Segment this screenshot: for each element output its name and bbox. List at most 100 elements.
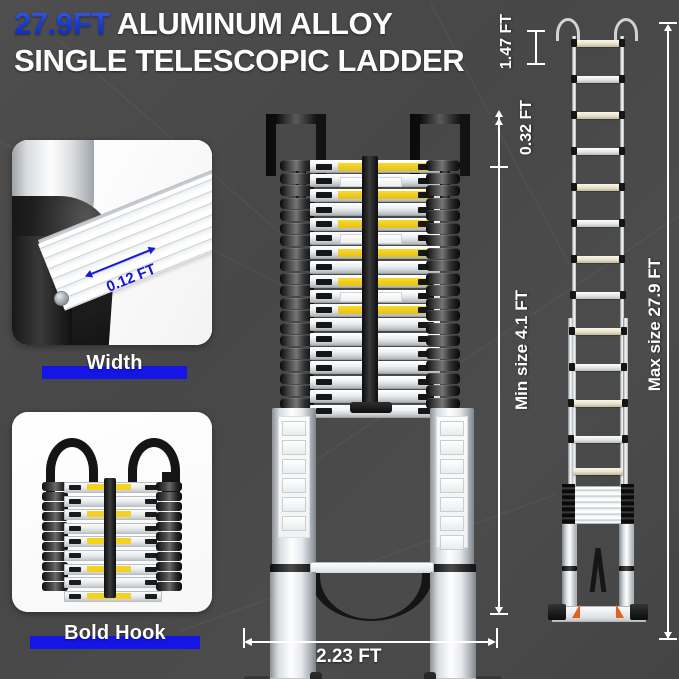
lock-button-icon <box>69 580 81 586</box>
rail-ring <box>42 532 68 541</box>
rail-ring <box>280 335 314 346</box>
rail-ring <box>42 552 68 561</box>
orange-bracket-left <box>572 604 580 618</box>
lock-button-icon <box>316 278 332 285</box>
caption-bold-hook-bar <box>30 636 200 649</box>
feature-card-width: 0.12 FT <box>12 140 212 345</box>
rail-ring <box>156 512 182 521</box>
width-closeup-image: 0.12 FT <box>12 140 212 345</box>
rail-collar-left <box>270 564 316 575</box>
rung <box>574 328 622 335</box>
rail-ring <box>280 297 314 309</box>
rung <box>576 148 620 155</box>
lock-button-icon <box>316 249 332 256</box>
rail-ring <box>426 347 460 359</box>
lock-button-icon <box>145 552 157 558</box>
lock-button-icon <box>568 435 574 443</box>
dimension-line-base-width <box>248 641 493 643</box>
warning-label <box>338 248 384 257</box>
lock-button-icon <box>418 192 434 199</box>
rail-ring <box>280 197 314 209</box>
lock-button-icon <box>569 327 575 335</box>
lock-button-icon <box>145 525 157 531</box>
warning-label <box>338 162 384 171</box>
rail-ring <box>280 160 314 171</box>
rubber-foot-right <box>476 676 502 679</box>
lock-button-icon <box>145 580 157 586</box>
rail-ring <box>280 260 314 271</box>
rail-ring <box>42 502 68 511</box>
rail-collar-left <box>562 566 577 571</box>
rail-ring <box>426 360 460 371</box>
lock-button-icon <box>571 255 577 263</box>
collapsed-ladder <box>244 112 502 679</box>
carry-strap <box>362 156 378 406</box>
rail-stack-left <box>42 482 68 592</box>
warning-label <box>382 277 428 286</box>
rail-ring <box>426 335 460 346</box>
caption-bold-hook: Bold Hook <box>30 622 200 649</box>
dimension-label-min-size: Min size 4.1 FT <box>512 290 531 410</box>
bold-hook-image <box>12 412 212 612</box>
rivet-icon <box>54 291 69 306</box>
headline-line2: SINGLE TELESCOPIC LADDER <box>14 43 465 78</box>
warning-label <box>338 220 384 229</box>
rubber-foot-right <box>630 604 648 620</box>
lock-button-icon <box>316 321 332 328</box>
lock-button-icon <box>316 364 332 371</box>
lock-button-icon <box>69 593 81 599</box>
lock-button-icon <box>316 235 332 242</box>
rail-ring <box>426 385 460 396</box>
rail-ring-stack-left <box>562 484 575 524</box>
lock-button-icon <box>571 183 577 191</box>
lock-button-icon <box>418 393 434 400</box>
pictogram-icon <box>440 516 464 531</box>
rail-ring <box>426 160 460 171</box>
rail-ring <box>280 322 314 334</box>
rail-ring <box>156 552 182 561</box>
lock-button-icon <box>316 379 332 386</box>
rail-stack-left <box>280 160 314 410</box>
rail-ring <box>280 272 314 284</box>
rail-ring <box>42 582 68 591</box>
lock-button-icon <box>69 498 81 504</box>
rail-ring <box>280 210 314 221</box>
lock-button-icon <box>316 177 332 184</box>
lock-button-icon <box>69 539 81 545</box>
rail-ring <box>426 272 460 284</box>
rail-ring <box>156 522 182 531</box>
pictogram-icon <box>282 459 306 474</box>
rail-collar-right <box>430 564 476 575</box>
hook-icon <box>556 18 580 41</box>
pictogram-icon <box>440 497 464 512</box>
lock-button-icon <box>619 147 625 155</box>
rail-ring <box>42 512 68 521</box>
lock-button-icon <box>569 363 575 371</box>
arrow-right-icon <box>488 638 496 646</box>
lock-button-icon <box>145 593 157 599</box>
lock-button-icon <box>571 147 577 155</box>
rail-ring <box>280 235 314 246</box>
warning-label <box>338 191 384 200</box>
rail-left-lower <box>568 318 573 498</box>
lock-button-icon <box>145 498 157 504</box>
rubber-foot-left <box>548 604 566 620</box>
rail-stack-right <box>156 482 182 592</box>
rung <box>576 40 620 47</box>
lock-button-icon <box>619 219 625 227</box>
lock-button-icon <box>571 219 577 227</box>
base-pedal-right <box>424 672 436 679</box>
caption-width-bar <box>42 366 187 379</box>
rail-ring <box>42 492 68 501</box>
lock-button-icon <box>145 512 157 518</box>
rung <box>573 436 623 443</box>
lock-button-icon <box>69 525 81 531</box>
rail-collar-right <box>619 566 634 571</box>
lock-button-icon <box>619 111 625 119</box>
lock-button-icon <box>571 111 577 119</box>
dimension-tick-max-bottom <box>659 638 677 640</box>
rail-ring <box>156 492 182 501</box>
rail-ring <box>280 310 314 321</box>
rail-ring <box>426 210 460 221</box>
